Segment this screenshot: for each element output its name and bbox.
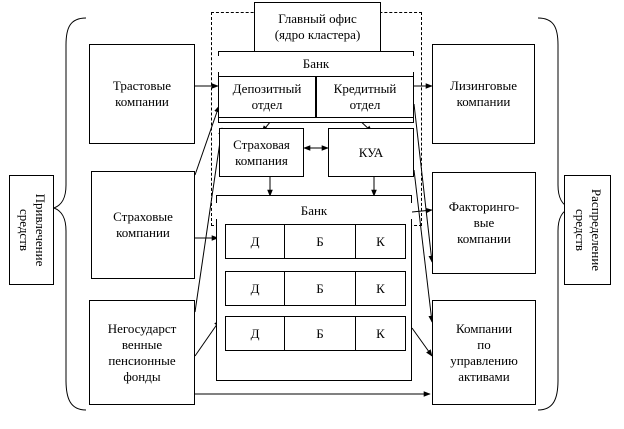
attraction-side-label: Привлечение средств: [9, 175, 54, 285]
bank-cell-d: Д: [225, 271, 285, 306]
insurance-company-label: Страховая компания: [233, 136, 290, 168]
distribution-text: Распределение средств: [572, 188, 604, 272]
left-brace: [52, 17, 87, 411]
insurance-companies: Страховые компании: [91, 171, 195, 279]
credit-label: Кредитный отдел: [333, 81, 397, 112]
arrow-kua-to-assets: [413, 169, 435, 323]
bank-bottom-title: Банк: [216, 203, 412, 219]
bank-cell-d: Д: [225, 224, 285, 259]
insurance-companies-label: Страховые компании: [113, 209, 173, 240]
head-office-label: Главный офис (ядро кластера): [274, 11, 361, 42]
head-office-box: Главный офис (ядро кластера): [254, 2, 381, 52]
arrow-bank-to-factoring: [411, 207, 433, 214]
arrow-bank-to-assets: [411, 327, 433, 357]
bank-cell-b: Б: [284, 224, 356, 259]
bank-cell-k: К: [355, 271, 406, 306]
factoring-companies: Факторинго- вые компании: [432, 172, 536, 274]
insurance-company-box: Страховая компания: [219, 128, 304, 177]
pension-funds: Негосударст венные пенсионные фонды: [89, 300, 195, 405]
asset-management-label: Компании по управлению активами: [450, 320, 518, 384]
deposit-department: Депозитный отдел: [218, 76, 316, 118]
arrow-trust-diag: [194, 105, 220, 176]
arrow-npf-to-bank: [194, 319, 221, 357]
arrow-credit-to-factoring: [413, 103, 435, 263]
kua-box: КУА: [328, 128, 414, 177]
bank-cell-k: К: [355, 316, 406, 351]
pension-funds-label: Негосударст венные пенсионные фонды: [107, 320, 177, 384]
bank-cell-b: Б: [284, 316, 356, 351]
credit-department: Кредитный отдел: [316, 76, 414, 118]
attraction-text: Привлечение средств: [16, 193, 48, 267]
asset-management-companies: Компании по управлению активами: [432, 300, 536, 405]
bank-cell-b: Б: [284, 271, 356, 306]
kua-label: КУА: [358, 144, 384, 160]
arrow-npf-diag: [194, 127, 224, 313]
factoring-companies-label: Факторинго- вые компании: [448, 199, 520, 246]
deposit-label: Депозитный отдел: [232, 81, 302, 112]
leasing-companies: Лизинговые компании: [432, 44, 535, 144]
bank-cell-d: Д: [225, 316, 285, 351]
leasing-companies-label: Лизинговые компании: [450, 78, 517, 109]
bank-cell-k: К: [355, 224, 406, 259]
distribution-side-label: Распределение средств: [564, 175, 611, 285]
trust-companies-label: Трастовые компании: [112, 78, 172, 109]
trust-companies: Трастовые компании: [89, 44, 195, 144]
bank-top-title: Банк: [218, 56, 414, 72]
